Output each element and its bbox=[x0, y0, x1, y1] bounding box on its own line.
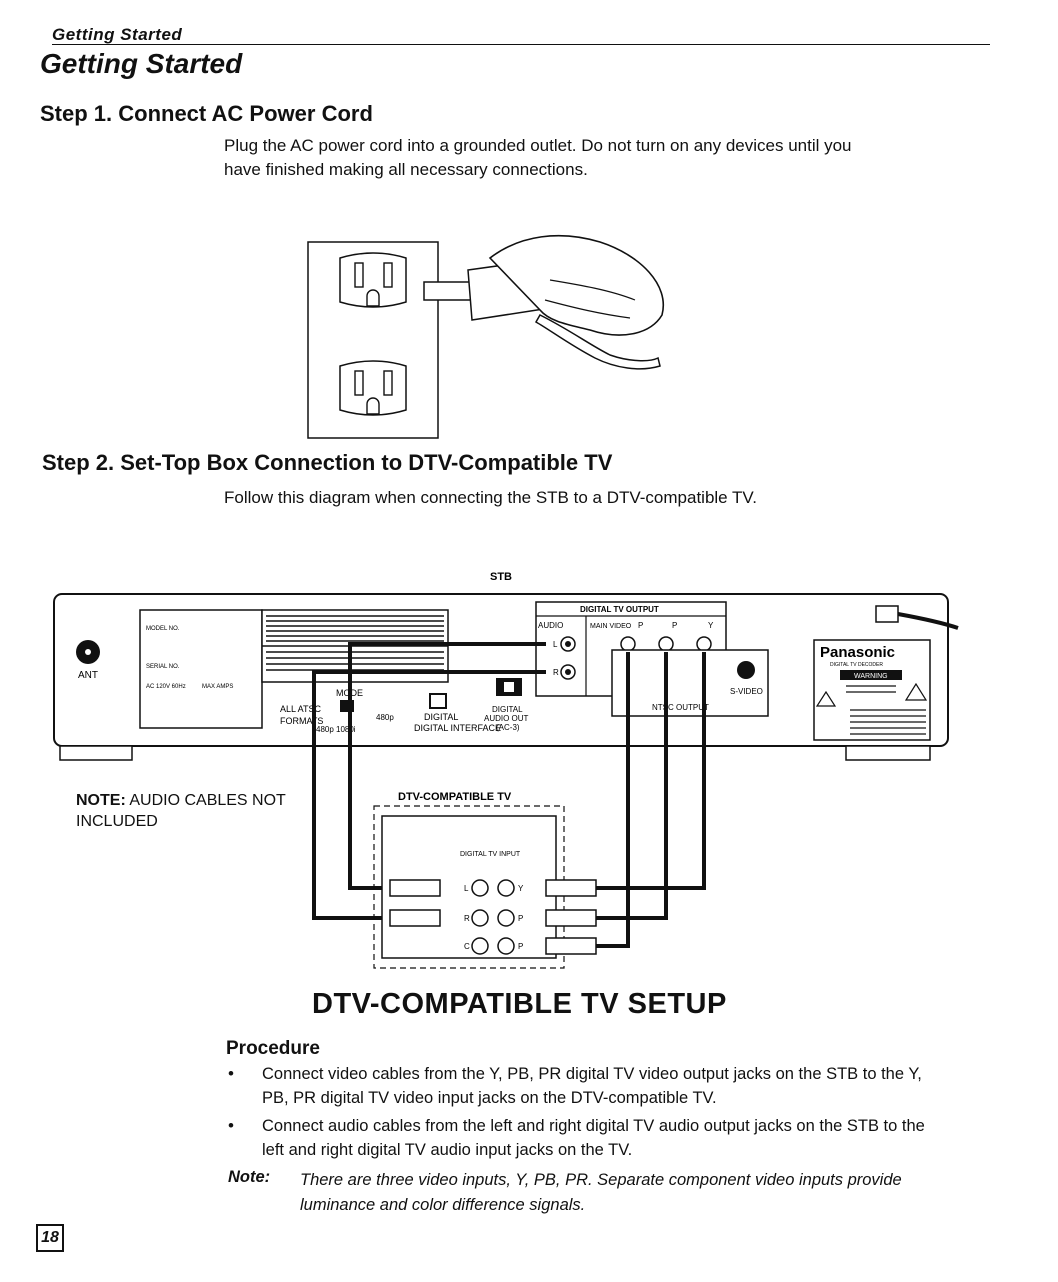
stb-label: STB bbox=[490, 571, 512, 583]
pb-label: P bbox=[638, 621, 643, 630]
power-outlet-illustration bbox=[307, 234, 665, 439]
audio-r-plug bbox=[389, 909, 441, 927]
bullet-1-line1: Connect video cables from the Y, PB, PR … bbox=[262, 1065, 922, 1083]
1080i-label: 1080i bbox=[336, 725, 356, 734]
audio-cables bbox=[312, 642, 546, 920]
video-y-jack-icon bbox=[696, 636, 712, 652]
digital-interface-label-a: DIGITAL bbox=[424, 712, 458, 722]
header-rule bbox=[52, 44, 990, 45]
all-atsc-label: ALL ATSC bbox=[280, 704, 322, 714]
section-label: Getting Started bbox=[52, 25, 183, 44]
diagram-note-text2: INCLUDED bbox=[76, 813, 158, 830]
bullet-2-line1: Connect audio cables from the left and r… bbox=[262, 1117, 925, 1135]
note-line1: There are three video inputs, Y, PB, PR.… bbox=[300, 1171, 902, 1189]
power-cord-plug bbox=[875, 605, 899, 623]
tv-pb-label: P bbox=[518, 914, 523, 923]
outlet-lower bbox=[339, 360, 407, 416]
bullet-2-line2: left and right digital TV audio input ja… bbox=[262, 1141, 633, 1159]
480p-label-a: 480p bbox=[376, 713, 394, 722]
y-label: Y bbox=[708, 621, 714, 630]
ntsc-output-panel bbox=[611, 649, 769, 717]
digital-tv-output-label: DIGITAL TV OUTPUT bbox=[580, 605, 659, 614]
stb-foot-left bbox=[59, 745, 133, 761]
bullet-1-line2: PB, PR digital TV video input jacks on t… bbox=[262, 1089, 717, 1107]
digital-tv-input-label: DIGITAL TV INPUT bbox=[460, 851, 521, 858]
note-text: There are three video inputs, Y, PB, PR.… bbox=[300, 1168, 990, 1218]
outlet-upper bbox=[339, 252, 407, 308]
main-video-label: MAIN VIDEO bbox=[590, 623, 632, 630]
step1-text-line2: have finished making all necessary conne… bbox=[224, 160, 588, 179]
audio-out-label: AUDIO OUT bbox=[484, 714, 529, 723]
digital-interface-label: DIGITAL INTERFACE bbox=[414, 723, 501, 733]
procedure-heading: Procedure bbox=[226, 1038, 320, 1059]
max-amps-label: MAX AMPS bbox=[202, 684, 233, 690]
setup-title: DTV-COMPATIBLE TV SETUP bbox=[312, 988, 727, 1020]
video-pr-jack-icon bbox=[620, 636, 636, 652]
connection-diagram: STB ANT MODEL NO. SERIAL NO. AC 120V 60H… bbox=[53, 571, 959, 969]
video-pb-jack-icon bbox=[658, 636, 674, 652]
model-no-label: MODEL NO. bbox=[146, 626, 180, 632]
serial-no-label: SERIAL NO. bbox=[146, 664, 180, 670]
stb-foot-right bbox=[845, 745, 931, 761]
tv-c-label: C bbox=[464, 942, 470, 951]
brand-logo: Panasonic bbox=[820, 644, 895, 661]
brand-subtitle: DIGITAL TV DECODER bbox=[830, 662, 883, 668]
ant-label: ANT bbox=[78, 670, 98, 681]
step1-text-line1: Plug the AC power cord into a grounded o… bbox=[224, 136, 852, 155]
warning-triangle-left-icon bbox=[815, 690, 837, 707]
power-cord bbox=[897, 612, 959, 630]
video-pr-plug bbox=[545, 937, 597, 955]
video-cables bbox=[596, 652, 706, 948]
tv-pr-jack-icon bbox=[497, 937, 515, 955]
dtv-label: DTV-COMPATIBLE TV bbox=[398, 791, 512, 803]
audio-jack-label: AUDIO bbox=[538, 621, 563, 630]
warning-label: WARNING bbox=[854, 673, 888, 680]
warning-triangle-right-icon bbox=[904, 682, 928, 701]
tv-r-jack-icon bbox=[471, 909, 489, 927]
audio-l-label: L bbox=[553, 640, 558, 649]
tv-pb-jack-icon bbox=[497, 909, 515, 927]
warning-text-lines bbox=[846, 685, 926, 735]
audio-l-plug bbox=[389, 879, 441, 897]
tv-r-label: R bbox=[464, 914, 470, 923]
page-title: Getting Started bbox=[40, 48, 243, 79]
tv-pr-label: P bbox=[518, 942, 523, 951]
diagram-note-text: AUDIO CABLES NOT bbox=[129, 792, 286, 809]
audio-r-label: R bbox=[553, 668, 559, 677]
note-line2: luminance and color difference signals. bbox=[300, 1196, 586, 1214]
pr-label: P bbox=[672, 621, 677, 630]
note-label: Note: bbox=[228, 1168, 271, 1186]
digital-interface-port-icon bbox=[429, 693, 447, 709]
step2-heading: Step 2. Set-Top Box Connection to DTV-Co… bbox=[42, 450, 613, 475]
formats-label: FORMATS bbox=[280, 716, 323, 726]
video-pb-plug bbox=[545, 909, 597, 927]
page-number: 18 bbox=[36, 1224, 64, 1252]
warning-banner bbox=[840, 670, 902, 680]
video-y-plug bbox=[545, 879, 597, 897]
diagram-note: NOTE: AUDIO CABLES NOT INCLUDED bbox=[76, 790, 286, 832]
step2-text: Follow this diagram when connecting the … bbox=[224, 488, 757, 507]
tv-c-jack-icon bbox=[471, 937, 489, 955]
tv-l-jack-icon bbox=[471, 879, 489, 897]
tv-l-label: L bbox=[464, 884, 469, 893]
bullet-1-marker: • bbox=[228, 1064, 234, 1083]
brand-plate bbox=[813, 639, 931, 741]
s-video-label: S-VIDEO bbox=[730, 687, 763, 696]
plug-and-hand bbox=[423, 234, 665, 370]
ac-rating-label: AC 120V 60Hz bbox=[146, 684, 186, 690]
bullet-2-marker: • bbox=[228, 1116, 234, 1135]
digital-audio-label: DIGITAL bbox=[492, 705, 523, 714]
diagram-note-label: NOTE: bbox=[76, 792, 126, 809]
step1-heading: Step 1. Connect AC Power Cord bbox=[40, 101, 373, 126]
ntsc-output-label: NTSC OUTPUT bbox=[652, 703, 709, 712]
tv-y-jack-icon bbox=[497, 879, 515, 897]
model-label-plate bbox=[139, 609, 263, 729]
480p-label-b: 480p bbox=[316, 725, 334, 734]
ac3-label: (AC-3) bbox=[496, 723, 520, 732]
tv-y-label: Y bbox=[518, 884, 524, 893]
s-video-jack-icon bbox=[737, 661, 755, 679]
